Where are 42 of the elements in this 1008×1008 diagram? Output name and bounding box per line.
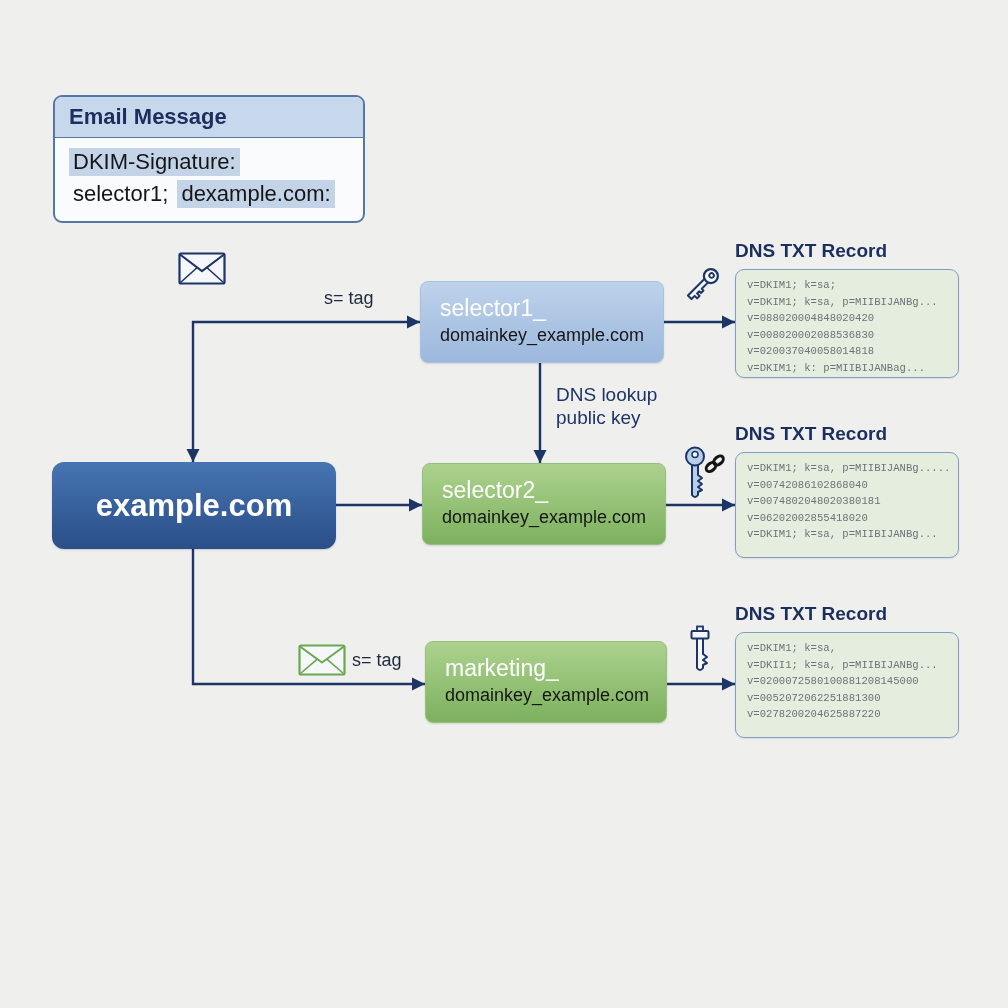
- domain-value: dexample.com:: [177, 180, 335, 208]
- record-line: v=088020004848020420: [747, 311, 875, 327]
- arrow: [667, 677, 735, 691]
- record-heading: DNS TXT Record: [735, 239, 888, 263]
- arrow: [666, 498, 735, 512]
- record-heading: DNS TXT Record: [735, 422, 888, 446]
- record-line: v=008020002088536830: [747, 327, 875, 343]
- record-line: v=DKIM1; k=sa,: [747, 641, 836, 656]
- selector-name: selector2_: [442, 476, 549, 504]
- record-line: v=DKII1; k=sa, p=MIIBIJANBg...: [747, 657, 938, 673]
- record-heading: DNS TXT Record: [735, 602, 888, 626]
- signature-header-text: DKIM-Signature:: [69, 148, 240, 176]
- arrow: [533, 363, 547, 463]
- message-heading: Email Message: [55, 97, 363, 138]
- record-line: v=06202002855418020: [747, 510, 868, 526]
- record-line: v=DKIM1; k=sa, p=MIIBIJANBg.....: [747, 461, 951, 476]
- selector-name: selector1_: [440, 294, 547, 322]
- arrow: [186, 315, 420, 462]
- selector-domain: domainkey_example.com: [445, 684, 650, 708]
- arrow: [664, 315, 735, 329]
- record-line: v=0074802048020380181: [747, 494, 881, 510]
- arrow: [191, 549, 425, 691]
- record-line: v=020037040058014818: [747, 344, 875, 360]
- selector-record-box: [420, 281, 664, 363]
- record-line: v=0278200204625887220: [747, 707, 881, 723]
- selector-value: selector1;: [72, 180, 170, 208]
- record-line: v=0052072062251881300: [747, 690, 881, 706]
- selector-domain: domainkey_example.com: [442, 506, 647, 530]
- email-message-card: [53, 95, 365, 223]
- record-line: v=0200072580100881208145000: [747, 674, 919, 690]
- record-line: v=00742086102868040: [747, 477, 868, 493]
- domain-name: example.com: [95, 487, 293, 524]
- domain-box: [52, 462, 336, 549]
- record-line: v=DKIM1; k=sa;: [747, 278, 836, 293]
- arrow: [336, 498, 422, 512]
- selector-record-box: [422, 463, 666, 545]
- selector-record-box: [425, 641, 667, 723]
- record-line: v=DKIM1; k: p=MIIBIJANBag...: [747, 360, 925, 376]
- record-line: v=DKIM1; k=sa, p=MIIBIJANBg...: [747, 527, 938, 543]
- record-line: v=DKIM1; k=sa, p=MIIBIJANBg...: [747, 294, 938, 310]
- selector-domain: domainkey_example.com: [440, 324, 645, 348]
- selector-name: marketing_: [445, 654, 559, 682]
